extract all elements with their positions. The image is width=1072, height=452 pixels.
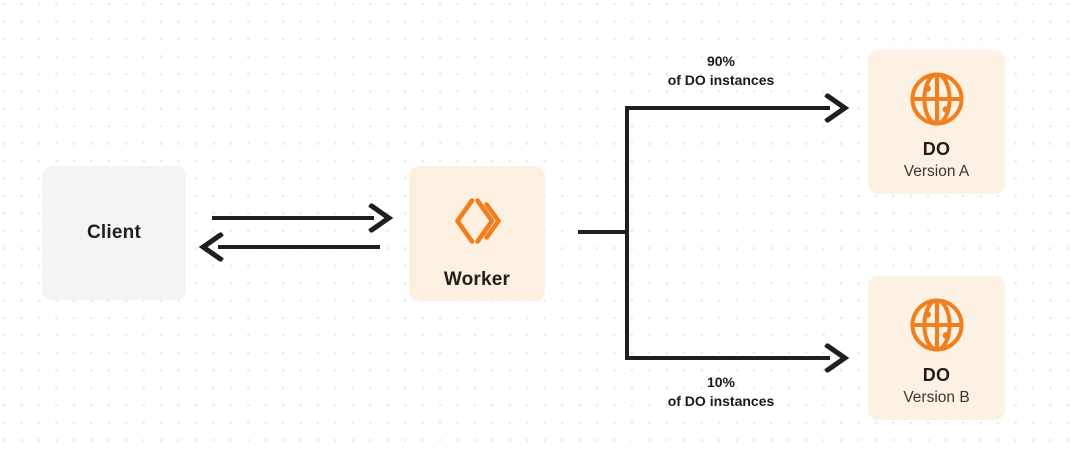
node-do-b-label: DO — [922, 365, 951, 385]
edge-label-do-b: 10% of DO instances — [632, 373, 810, 412]
node-do-a[interactable]: DO Version A — [868, 50, 1005, 194]
cloudflare-workers-icon — [446, 190, 508, 252]
node-client-label: Client — [87, 222, 141, 243]
node-worker-label: Worker — [443, 269, 511, 290]
edge-label-do-b-percent: 10% — [706, 374, 736, 390]
globe-icon — [908, 296, 966, 354]
edge-label-do-a-percent: 90% — [706, 53, 736, 69]
edge-label-do-a-text: of DO instances — [667, 72, 775, 89]
node-do-a-version: Version A — [903, 163, 970, 180]
node-do-b[interactable]: DO Version B — [868, 276, 1005, 420]
node-do-a-label: DO — [922, 139, 951, 159]
node-worker[interactable]: Worker — [409, 166, 545, 301]
globe-icon — [908, 70, 966, 128]
node-do-b-version: Version B — [903, 389, 970, 406]
node-client[interactable]: Client — [42, 166, 186, 300]
edge-label-do-b-text: of DO instances — [667, 393, 775, 410]
edge-label-do-a: 90% of DO instances — [632, 52, 810, 91]
